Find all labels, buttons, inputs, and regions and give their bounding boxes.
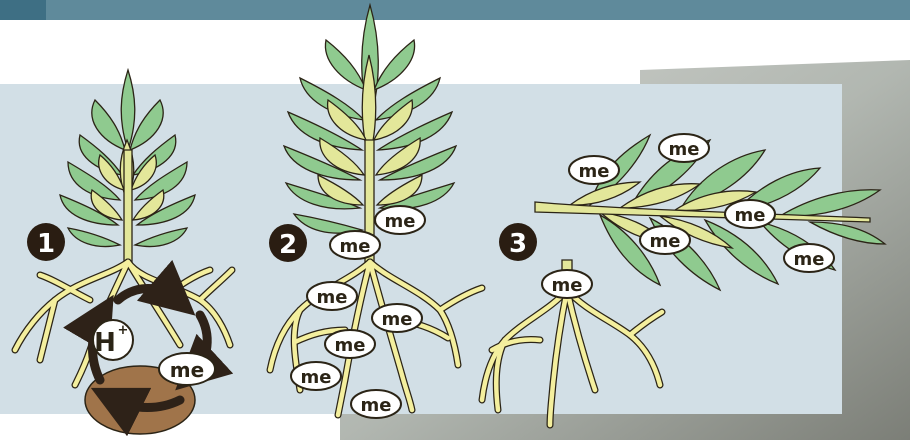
svg-text:+: + bbox=[118, 323, 129, 338]
step-badge: 3 bbox=[499, 223, 537, 261]
svg-text:me: me bbox=[361, 395, 392, 416]
metal-tag: me bbox=[784, 244, 834, 272]
svg-text:3: 3 bbox=[509, 229, 527, 259]
step-badge: 1 bbox=[27, 223, 65, 261]
svg-text:2: 2 bbox=[279, 230, 297, 260]
step-badge: 2 bbox=[269, 224, 307, 262]
proton-label: H + bbox=[93, 320, 133, 360]
svg-text:H: H bbox=[94, 328, 116, 358]
metal-tag: me bbox=[330, 231, 380, 259]
svg-text:me: me bbox=[335, 335, 366, 356]
svg-text:me: me bbox=[552, 275, 583, 296]
metal-tag: me bbox=[375, 206, 425, 234]
metal-tag: me bbox=[307, 282, 357, 310]
svg-text:me: me bbox=[385, 211, 416, 232]
svg-text:me: me bbox=[579, 161, 610, 182]
metal-tag: me bbox=[659, 134, 709, 162]
svg-text:me: me bbox=[170, 358, 204, 382]
metal-tag: me bbox=[351, 390, 401, 418]
metal-tag: me bbox=[542, 270, 592, 298]
svg-text:me: me bbox=[317, 287, 348, 308]
metal-tag: me bbox=[725, 200, 775, 228]
svg-text:me: me bbox=[669, 139, 700, 160]
metal-tag: me bbox=[372, 304, 422, 332]
svg-text:1: 1 bbox=[37, 229, 55, 259]
metal-tag: me bbox=[569, 156, 619, 184]
svg-text:me: me bbox=[650, 231, 681, 252]
top-bar-accent bbox=[0, 0, 46, 20]
svg-text:me: me bbox=[382, 309, 413, 330]
svg-text:me: me bbox=[735, 205, 766, 226]
svg-text:me: me bbox=[794, 249, 825, 270]
svg-text:me: me bbox=[301, 367, 332, 388]
plant-1-stem bbox=[124, 150, 132, 262]
top-bar bbox=[0, 0, 910, 20]
metal-tag: me bbox=[159, 353, 215, 385]
svg-text:me: me bbox=[340, 236, 371, 257]
metal-tag: me bbox=[291, 362, 341, 390]
metal-tag: me bbox=[325, 330, 375, 358]
metal-tag: me bbox=[640, 226, 690, 254]
